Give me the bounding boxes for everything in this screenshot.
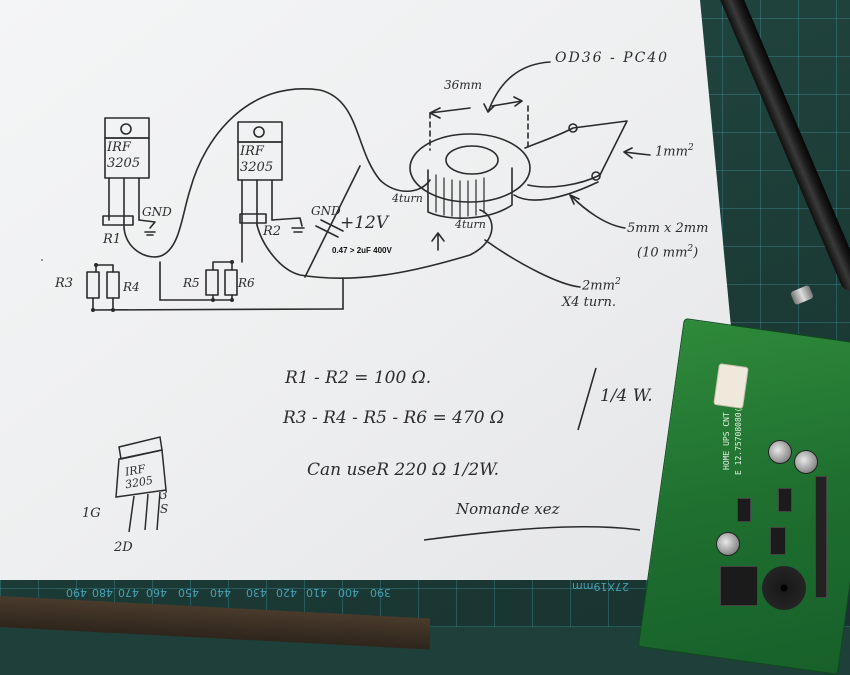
resistor-r6 xyxy=(224,269,238,296)
secondary-wire-label: 1mm2 xyxy=(655,143,694,160)
pin-header xyxy=(815,476,827,598)
capacitor-2 xyxy=(794,450,818,474)
ic-chip-qfp xyxy=(720,566,758,606)
ic-chip-1 xyxy=(737,498,751,522)
paper xyxy=(0,0,755,580)
primary-turns-label: X4 turn. xyxy=(562,295,616,310)
mosfet-left-hole xyxy=(120,123,132,135)
mosfet-left-label-2: 3205 xyxy=(107,156,141,171)
mosfet-left-label-1: IRF xyxy=(107,140,131,155)
ic-chip-3 xyxy=(770,527,786,555)
r2-label: R2 xyxy=(263,224,282,239)
turns-right-label: 4turn xyxy=(455,218,486,231)
pin-3-number-label: 3 xyxy=(160,488,168,502)
gnd-left-label: GND xyxy=(142,205,172,219)
mosfet-right-label-2: 3205 xyxy=(240,160,274,175)
r1-label: R1 xyxy=(103,232,122,247)
schematic-drawing xyxy=(41,61,651,312)
r6-label: R6 xyxy=(238,276,255,290)
busbar-size-label: 5mm x 2mm xyxy=(627,221,709,236)
pinout-sketch xyxy=(115,436,167,533)
mosfet-left-body xyxy=(104,137,150,179)
core-diameter-label: 36mm xyxy=(444,78,483,92)
capacitor-note: 0.47 > 2uF 400V xyxy=(332,246,392,255)
pcb-part-number: E 12.75708080(E) xyxy=(734,397,743,475)
supply-voltage-label: +12V xyxy=(340,213,389,233)
note-alternative: Can useR 220 Ω 1/2W. xyxy=(307,460,500,480)
buzzer xyxy=(762,566,806,610)
r3-label: R3 xyxy=(55,276,74,291)
r5-label: R5 xyxy=(183,276,200,290)
resistor-r5 xyxy=(205,269,219,296)
note-r3-r6: R3 - R4 - R5 - R6 = 470 Ω xyxy=(283,408,505,428)
r4-label: R4 xyxy=(123,280,140,294)
ic-chip-2 xyxy=(778,488,792,512)
resistor-r1 xyxy=(102,215,134,226)
bracket-divider xyxy=(577,367,597,431)
paper-sheet xyxy=(0,0,755,580)
resistor-r2 xyxy=(239,213,267,224)
pin-3-source-label: S xyxy=(160,502,169,516)
pcb-silkscreen-label: HOME UPS CNT xyxy=(722,412,731,470)
note-r1-r2: R1 - R2 = 100 Ω. xyxy=(285,368,432,388)
busbar-area-label: (10 mm2) xyxy=(637,244,699,261)
signature-underline xyxy=(423,525,641,541)
gnd-right-label: GND xyxy=(311,204,341,218)
core-type-label: OD36 - PC40 xyxy=(555,50,670,66)
pcb-connector xyxy=(713,363,749,409)
pin-2-drain-label: 2D xyxy=(114,540,133,555)
mosfet-right-label-1: IRF xyxy=(240,144,264,159)
capacitor-1 xyxy=(768,440,792,464)
mosfet-right-body xyxy=(237,141,283,181)
note-power-rating: 1/4 W. xyxy=(600,386,653,406)
turns-left-label: 4turn xyxy=(392,192,423,205)
toroid-core xyxy=(409,133,531,203)
signature: Nomande xez xyxy=(456,500,560,518)
capacitor-3 xyxy=(716,532,740,556)
mosfet-right-hole xyxy=(253,126,265,138)
primary-wire-label: 2mm2 xyxy=(582,277,621,294)
pin-1-gate-label: 1G xyxy=(82,506,101,521)
